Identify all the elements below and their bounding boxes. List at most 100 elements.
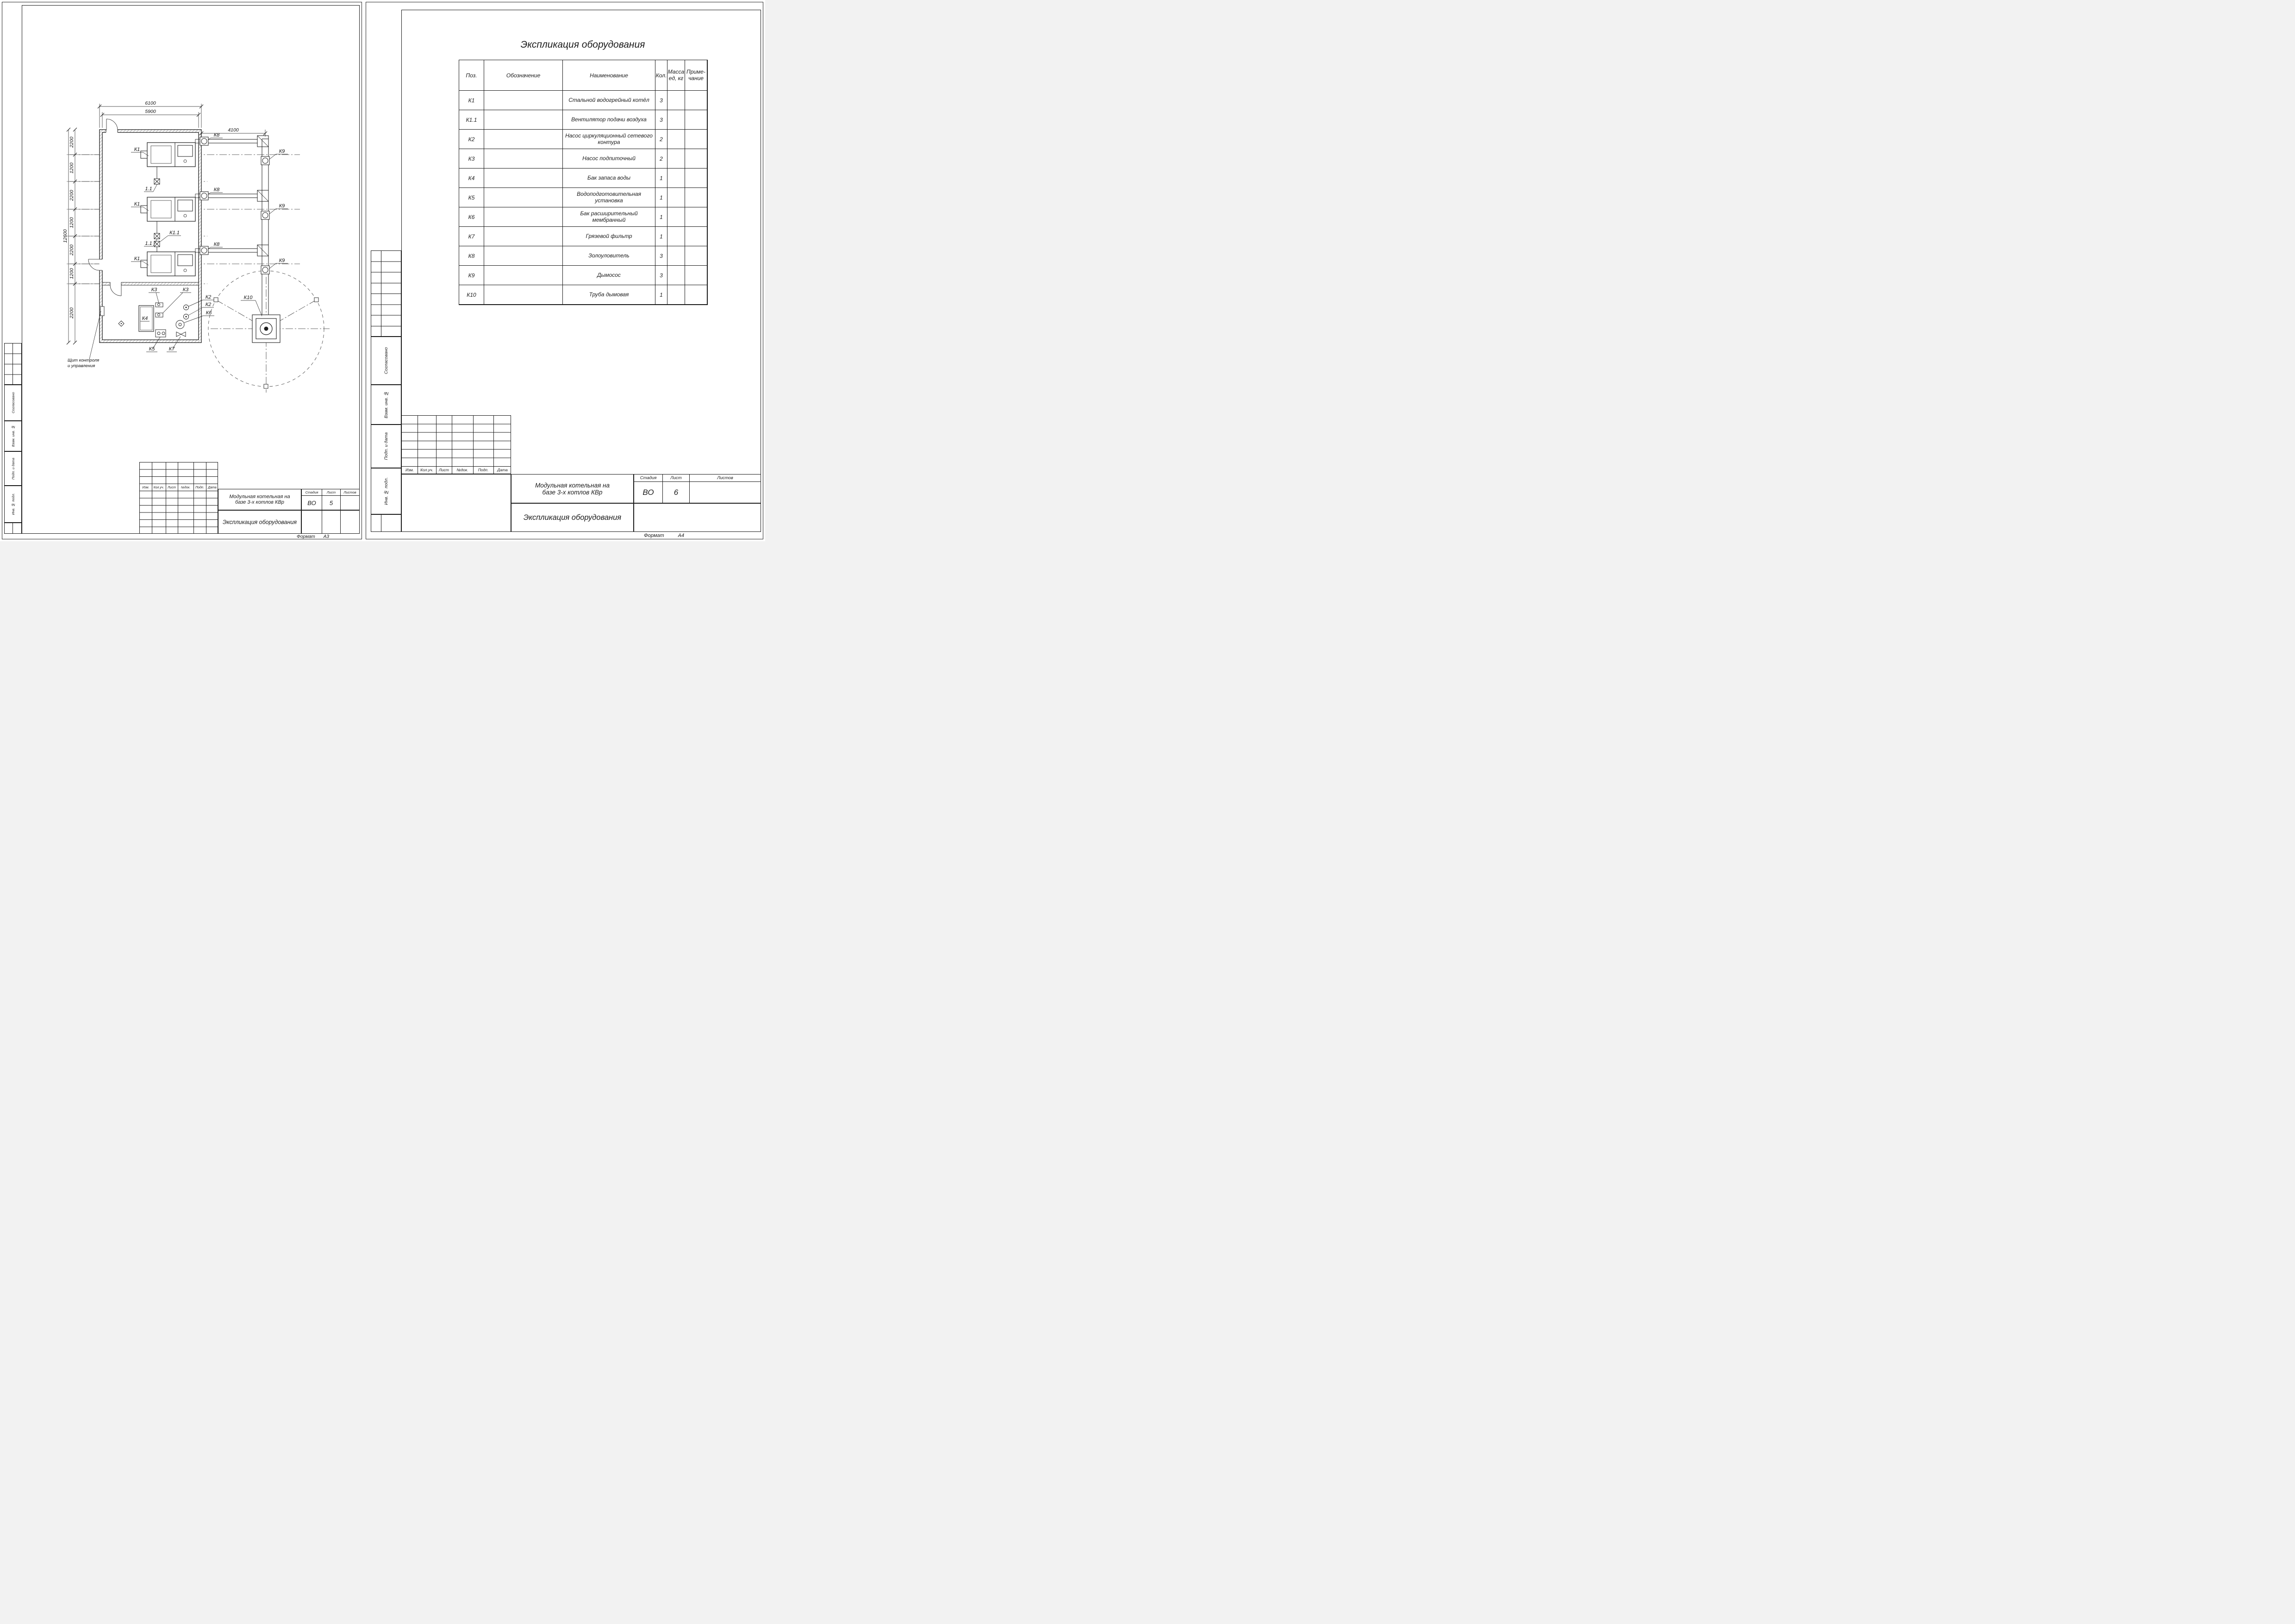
grid-line — [493, 416, 494, 474]
spec-note — [685, 91, 707, 110]
format-label: Формат — [644, 533, 664, 538]
stamp-inv-a3: Инв. № подл. — [4, 486, 22, 523]
doc-title-a3: Экспликация оборудования — [218, 510, 301, 534]
sheet-a3: Согласовано Взам. инв. № Подп. и дата Ин… — [2, 2, 362, 539]
spec-mass — [667, 169, 685, 188]
spec-mass — [667, 130, 685, 149]
rev-col-list: Лист — [167, 486, 176, 489]
spec-designation — [484, 266, 563, 285]
grid-line — [193, 462, 194, 533]
rev-col-data: Дата — [208, 486, 217, 489]
spec-header-name: Наименование — [563, 60, 655, 91]
project-name-a3: Модульная котельная на базе 3-х котлов К… — [218, 489, 301, 510]
sheets-label: Листов — [343, 490, 356, 494]
titleblock-left-lower-a4 — [401, 474, 511, 532]
spec-header-mass: Масса ед, кг — [667, 60, 685, 91]
spec-header-qty: Кол. — [655, 60, 667, 91]
rev-col-koluch: Кол.уч. — [420, 467, 433, 472]
stage-label: Стадия — [302, 489, 322, 495]
spec-designation — [484, 227, 563, 246]
spec-qty: 1 — [655, 207, 667, 227]
spec-mass — [667, 227, 685, 246]
project-line1: Модульная котельная на — [535, 481, 610, 489]
rev-col-list: Лист — [439, 467, 449, 472]
spec-name: Бак расширительный мембранный — [563, 207, 655, 227]
stamp-podp-label: Подп. и дата — [383, 432, 389, 460]
drawing-canvas: Согласовано Взам. инв. № Подп. и дата Ин… — [0, 0, 765, 541]
stage-value: ВО — [634, 482, 663, 503]
spec-header-note: Приме- чание — [685, 60, 707, 91]
format-note-a3: Формат А3 — [297, 534, 329, 539]
revision-header-row-a4: Изм. Кол.уч. Лист №док. Подп. Дата — [402, 466, 511, 474]
format-value: А4 — [678, 533, 685, 538]
spec-name: Грязевой фильтр — [563, 227, 655, 246]
spec-pos: К2 — [459, 130, 484, 149]
project-line2: базе 3-х котлов КВр — [542, 488, 603, 496]
spec-note — [685, 110, 707, 130]
spec-qty: 1 — [655, 227, 667, 246]
stamp-inv-label: Инв. № подл. — [383, 477, 389, 505]
stamp-grid-top-a4 — [371, 250, 401, 337]
stamp-grid-bottom-a3 — [4, 523, 22, 534]
spec-note — [685, 188, 707, 207]
doc-title-text: Экспликация оборудования — [223, 518, 297, 525]
project-line1: Модульная котельная на — [229, 494, 290, 500]
rev-col-ndok: №док. — [456, 467, 468, 472]
stamp-agreed-a4: Согласовано — [371, 337, 401, 385]
doc-title-a4: Экспликация оборудования — [511, 503, 634, 532]
spec-note — [685, 130, 707, 149]
spec-designation — [484, 207, 563, 227]
spec-name: Вентилятор подачи воздуха — [563, 110, 655, 130]
format-label: Формат — [297, 534, 315, 539]
sheets-total — [341, 496, 359, 510]
spec-qty: 1 — [655, 169, 667, 188]
spec-table-title: Экспликация оборудования — [520, 39, 645, 50]
sheets-label: Листов — [717, 475, 733, 481]
mass-line1: Масса — [667, 68, 685, 75]
stamp-podp-label: Подп. и дата — [11, 457, 15, 480]
spec-pos: К3 — [459, 149, 484, 169]
stamp-podp-a4: Подп. и дата — [371, 425, 401, 468]
format-value: А3 — [323, 534, 329, 539]
spec-header-designation: Обозначение — [484, 60, 563, 91]
titleblock-bottom-right-a4 — [634, 503, 761, 532]
sheet-a3-frame — [22, 5, 360, 534]
spec-pos: К4 — [459, 169, 484, 188]
spec-name: Труба дымовая — [563, 285, 655, 305]
sheet-label: Лист — [322, 489, 341, 495]
spec-note — [685, 285, 707, 305]
rev-col-data: Дата — [497, 467, 508, 472]
empty-cell — [341, 511, 359, 533]
spec-name: Водоподготовительная установка — [563, 188, 655, 207]
rev-col-izm: Изм. — [405, 467, 414, 472]
rev-col-koluch: Кол.уч. — [153, 486, 164, 489]
spec-designation — [484, 285, 563, 305]
note-line2: чание — [688, 75, 704, 81]
spec-designation — [484, 110, 563, 130]
rev-col-podp: Подп. — [195, 486, 204, 489]
spec-designation — [484, 130, 563, 149]
stamp-vzam-label: Взам. инв. № — [383, 391, 389, 418]
spec-pos: К7 — [459, 227, 484, 246]
stamp-agreed-label: Согласовано — [11, 392, 15, 413]
mass-line2: ед, кг — [668, 75, 684, 81]
spec-pos: К8 — [459, 246, 484, 266]
spec-name: Дымосос — [563, 266, 655, 285]
revision-grid-a3: Изм. Кол.уч. Лист №док. Подп. Дата — [139, 462, 218, 534]
titleblock-empty-a3 — [301, 510, 360, 534]
sheet-number: 6 — [663, 482, 690, 503]
spec-mass — [667, 207, 685, 227]
spec-qty: 3 — [655, 246, 667, 266]
spec-name: Стальной водогрейный котёл — [563, 91, 655, 110]
spec-pos: К5 — [459, 188, 484, 207]
spec-name: Насос циркуляционный сетевого контура — [563, 130, 655, 149]
spec-name: Бак запаса воды — [563, 169, 655, 188]
stamp-vzam-label: Взам. инв. № — [11, 425, 15, 447]
stamp-vzam-a3: Взам. инв. № — [4, 421, 22, 451]
spec-qty: 1 — [655, 285, 667, 305]
spec-designation — [484, 169, 563, 188]
spec-mass — [667, 246, 685, 266]
spec-pos: К10 — [459, 285, 484, 305]
spec-name: Золоуловитель — [563, 246, 655, 266]
stage-grid-a4: Стадия Лист Листов ВО 6 — [634, 474, 761, 503]
